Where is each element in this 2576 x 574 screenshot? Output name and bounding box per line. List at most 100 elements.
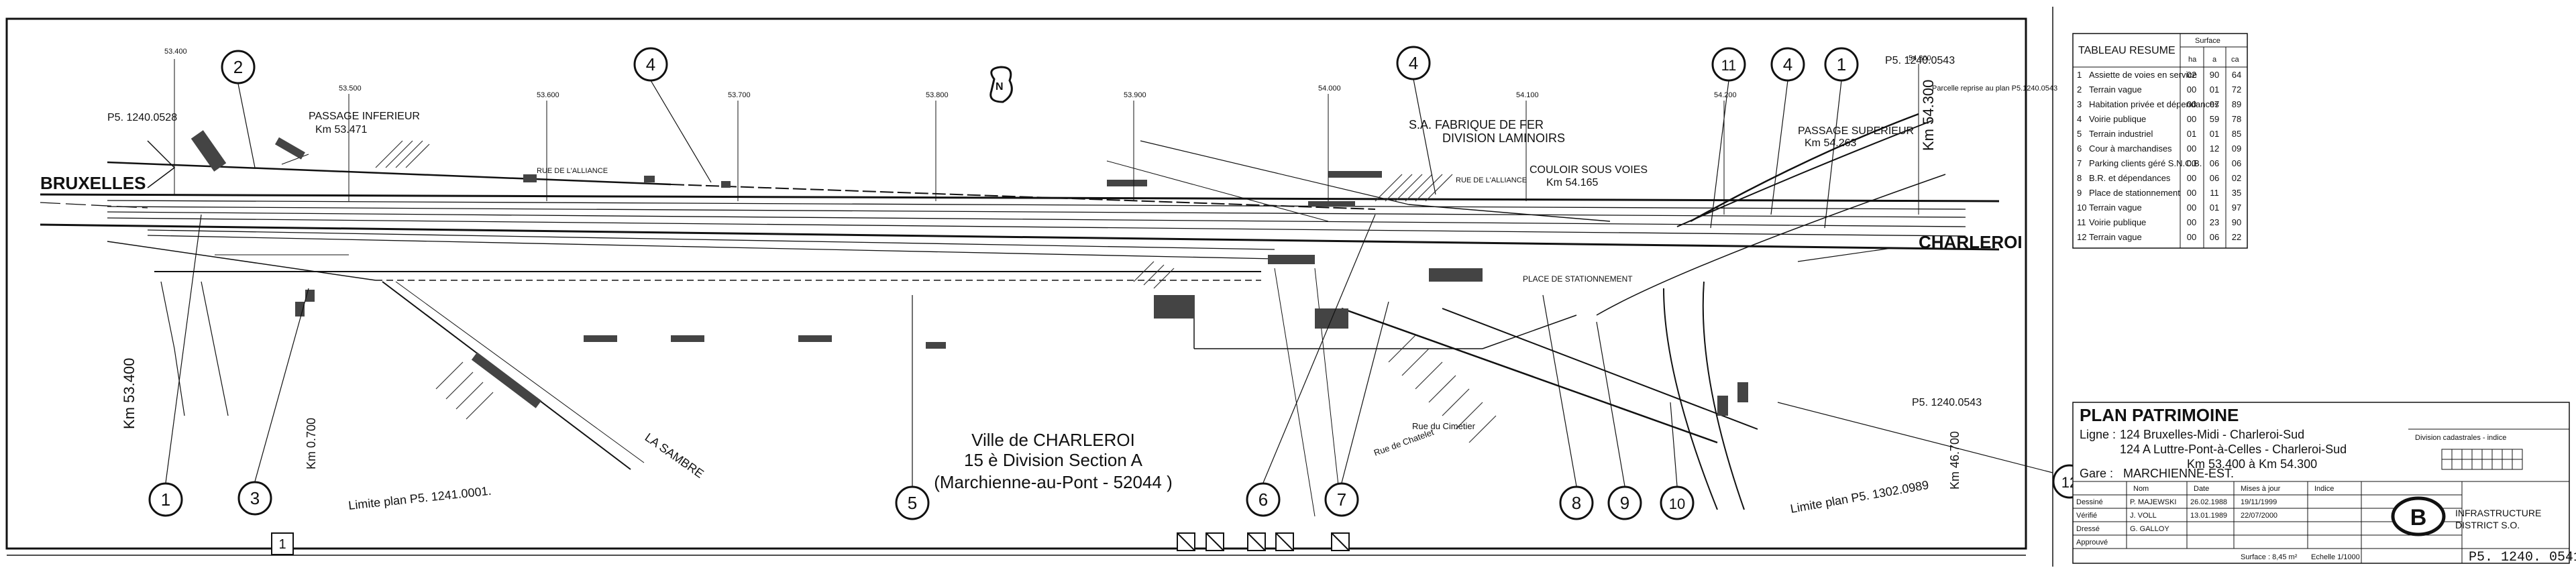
summary-row-ca: 22 — [2232, 232, 2241, 242]
rev-verifie: Vérifié — [2076, 512, 2097, 520]
svg-text:1: 1 — [278, 537, 286, 552]
summary-row-a: 12 — [2210, 144, 2219, 154]
rev-dessine: Dessiné — [2076, 498, 2103, 506]
label-passage-inferieur: PASSAGE INFERIEUR — [309, 111, 420, 122]
summary-row-number: 3 — [2077, 99, 2082, 109]
callout-1-left: 1 — [148, 482, 183, 517]
summary-row-label: Parking clients géré S.N.C.B. — [2089, 158, 2202, 168]
summary-row-ca: 35 — [2232, 188, 2241, 198]
railway-tracks — [40, 113, 2000, 517]
km-tick: 53.700 — [728, 91, 751, 99]
cartouche-km-range: Km 53.400 à Km 54.300 — [2187, 457, 2317, 471]
summary-row-a: 06 — [2210, 232, 2219, 242]
summary-row-ca: 97 — [2232, 203, 2241, 213]
ref-p5-0543-right: P5. 1240.0543 — [1912, 397, 1982, 408]
rev-approuve: Approuvé — [2076, 538, 2108, 547]
summary-row-a: 01 — [2210, 203, 2219, 213]
summary-row-a: 01 — [2210, 84, 2219, 95]
callout-6: 6 — [1246, 482, 1281, 517]
svg-text:8: 8 — [1572, 493, 1581, 513]
summary-row-label: Terrain vague — [2089, 84, 2142, 95]
summary-row-ca: 02 — [2232, 173, 2241, 183]
summary-row-ha: 00 — [2187, 114, 2196, 124]
svg-text:1: 1 — [161, 490, 170, 510]
summary-row-a: 01 — [2210, 129, 2219, 139]
label-parcelle: Parcelle reprise au plan P5.1240.0543 — [1932, 84, 2057, 93]
summary-row-ca: 89 — [2232, 99, 2241, 109]
ref-p5-0528: P5. 1240.0528 — [107, 112, 177, 123]
km-tick: 54.300 — [1909, 54, 1931, 62]
summary-row-a: 06 — [2210, 173, 2219, 183]
cartouche-gare: MARCHIENNE-EST. — [2123, 467, 2234, 480]
box-callout: 1 — [271, 532, 294, 555]
rev-update-2: 22/07/2000 — [2241, 512, 2277, 520]
rev-head-mises: Mises à jour — [2241, 485, 2281, 493]
callout-1-right: 1 — [1824, 47, 1859, 82]
plan-frame — [5, 17, 2027, 550]
label-rue-cimetiere: Rue du Cimetier — [1412, 421, 1476, 431]
hatched-parcels — [191, 130, 1748, 416]
svg-text:9: 9 — [1620, 493, 1629, 513]
svg-text:2: 2 — [233, 57, 243, 77]
svg-text:10: 10 — [1669, 496, 1685, 512]
summary-row-ca: 72 — [2232, 84, 2241, 95]
summary-row-ha: 00 — [2187, 173, 2196, 183]
summary-row-label: Assiette de voies en service — [2089, 70, 2197, 80]
summary-row-a: 06 — [2210, 158, 2219, 168]
cartouche-infrastructure-1: INFRASTRUCTURE — [2455, 508, 2541, 518]
cartouche-indice: Indice — [2314, 485, 2334, 493]
cartouche-title: PLAN PATRIMOINE — [2080, 405, 2239, 425]
snbc-logo: B — [2391, 496, 2446, 536]
label-km-53471: Km 53.471 — [315, 124, 367, 135]
summary-row-label: Cour à marchandises — [2089, 144, 2172, 154]
label-km-0700: Km 0.700 — [305, 418, 318, 469]
town-block: Ville de CHARLEROI 15 è Division Section… — [934, 430, 1173, 492]
label-couloir: COULOIR SOUS VOIES — [1529, 164, 1648, 176]
summary-row-ha: 00 — [2187, 188, 2196, 198]
callout-8: 8 — [1559, 485, 1594, 520]
summary-row-number: 2 — [2077, 84, 2082, 95]
cartouche-ligne-2: 124 A Luttre-Pont-à-Celles - Charleroi-S… — [2120, 443, 2347, 456]
summary-head-a: a — [2212, 56, 2217, 64]
summary-row-number: 4 — [2077, 114, 2082, 124]
summary-head-ha: ha — [2188, 56, 2197, 64]
summary-row-number: 8 — [2077, 173, 2082, 183]
summary-row-ca: 78 — [2232, 114, 2241, 124]
ref-p5-0543-top: P5. 1240.0543 — [1885, 55, 1955, 66]
symbol-boxes — [1177, 532, 1350, 551]
label-passage-superieur: PASSAGE SUPERIEUR — [1798, 125, 1914, 137]
summary-row-a: 11 — [2210, 188, 2219, 198]
summary-row-a: 90 — [2210, 70, 2219, 80]
division-grid — [2441, 449, 2523, 470]
label-rue-alliance-2: RUE DE L'ALLIANCE — [1456, 176, 1527, 184]
summary-row-ha: 00 — [2187, 158, 2196, 168]
summary-row-number: 7 — [2077, 158, 2082, 168]
cartouche-infrastructure-2: DISTRICT S.O. — [2455, 520, 2520, 530]
summary-row-ha: 00 — [2187, 99, 2196, 109]
callout-7: 7 — [1324, 482, 1359, 517]
cartouche-division-note: Division cadastrales - indice — [2415, 434, 2506, 442]
summary-row-number: 6 — [2077, 144, 2082, 154]
callout-4-left: 4 — [633, 47, 668, 82]
cartouche-ligne-label: Ligne : — [2080, 428, 2116, 441]
svg-text:4: 4 — [1409, 53, 1418, 73]
summary-row-ha: 00 — [2187, 232, 2196, 242]
summary-row-label: Voirie publique — [2089, 114, 2146, 124]
summary-row-ca: 06 — [2232, 158, 2241, 168]
km-tick: 54.100 — [1516, 91, 1539, 99]
rev-name-2: J. VOLL — [2130, 512, 2157, 520]
town-line-2: 15 è Division Section A — [964, 450, 1143, 470]
summary-row-label: Terrain vague — [2089, 232, 2142, 242]
callout-9: 9 — [1607, 485, 1642, 520]
summary-row-label: Terrain vague — [2089, 203, 2142, 213]
label-km-53400: Km 53.400 — [121, 358, 138, 429]
summary-head-surface: Surface — [2195, 37, 2220, 45]
label-km-54263: Km 54.263 — [1805, 137, 1856, 149]
summary-row-ca: 90 — [2232, 217, 2241, 227]
direction-charleroi: CHARLEROI — [1919, 232, 2023, 252]
summary-row-label: Terrain industriel — [2089, 129, 2153, 139]
svg-text:6: 6 — [1258, 490, 1268, 510]
summary-row-ha: 00 — [2187, 203, 2196, 213]
summary-row-a: 59 — [2210, 114, 2219, 124]
